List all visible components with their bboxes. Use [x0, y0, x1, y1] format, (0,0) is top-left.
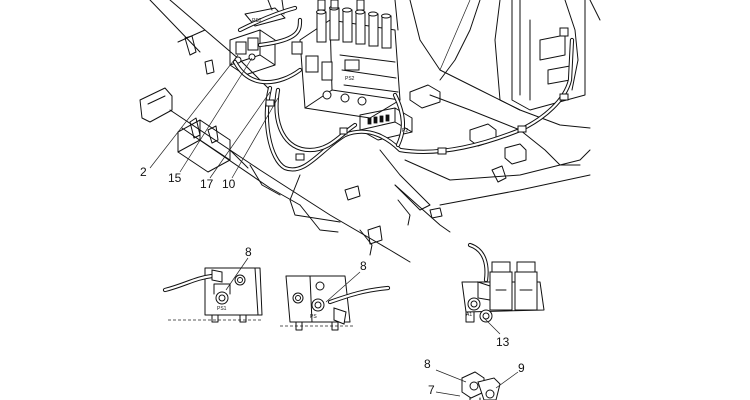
- port-label-ps1: PS1: [252, 18, 262, 24]
- rear-panel: [511, 0, 601, 111]
- left-bracket: [139, 35, 215, 123]
- callout-d1-8: 8: [245, 245, 252, 259]
- port-label-ps2: PS2: [345, 76, 355, 82]
- chassis-frame: [149, 0, 591, 263]
- port-label-d1-ps1: PS1: [217, 306, 227, 312]
- detail-view-4-fitting: 8 9 7: [424, 357, 525, 400]
- right-brackets: [344, 84, 527, 245]
- hose-clamps: [265, 93, 569, 161]
- detail-view-2: PS 8: [280, 259, 391, 331]
- detail-view-1: PS1 8: [162, 245, 263, 323]
- callout-d3-13: 13: [496, 335, 510, 349]
- solenoid-manifold: [229, 0, 286, 76]
- callout-15: 15: [168, 171, 182, 185]
- port-label-d2-ps: PS: [310, 314, 317, 320]
- callout-d4-9: 9: [518, 361, 525, 375]
- callout-d2-8: 8: [360, 259, 367, 273]
- main-assembly: PS1 PS2 P2 2 15 17 10: [139, 0, 601, 263]
- callout-d4-8: 8: [424, 357, 431, 371]
- callout-d4-7: 7: [428, 383, 435, 397]
- control-valve: [291, 0, 401, 119]
- hoses: [232, 5, 575, 172]
- leader-lines: [149, 0, 471, 179]
- detail-view-3: A1 13: [461, 242, 545, 349]
- callout-2: 2: [140, 165, 147, 179]
- port-label-p2: P2: [402, 128, 408, 134]
- callout-17: 17: [200, 177, 214, 191]
- port-label-d3-a1: A1: [466, 312, 472, 318]
- callout-10: 10: [222, 177, 236, 191]
